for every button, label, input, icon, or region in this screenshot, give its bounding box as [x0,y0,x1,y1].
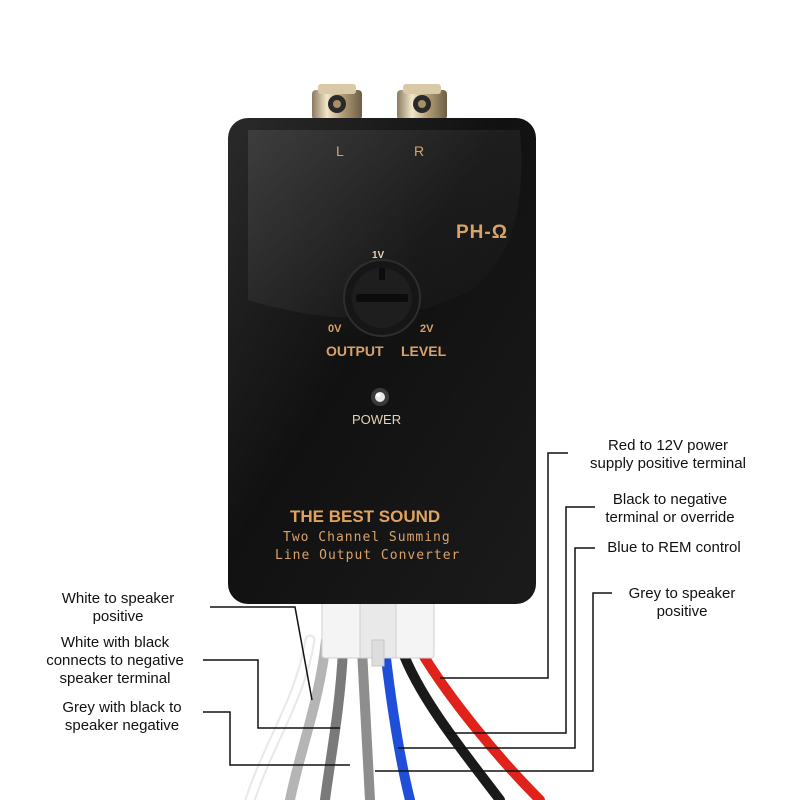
wire-black [397,645,505,800]
callout-blue: Blue to REM control [607,539,741,556]
wire-grey-black [320,645,348,800]
dial-label-output: OUTPUT [326,343,384,359]
rca-jack-left [312,84,362,120]
jack-label-left: L [336,143,344,159]
wire-white-black [285,635,331,800]
wire-blue [380,645,415,800]
dial-mark-0v: 0V [328,323,342,335]
jack-label-right: R [414,143,425,159]
wire-red [415,645,545,800]
brand-subtitle-line1: Two Channel Summing [283,530,451,545]
dial-mark-1v: 1V [372,250,385,261]
power-led [371,388,389,406]
output-level-dial [343,259,421,337]
dial-label-level: LEVEL [401,343,447,359]
leader-lines-left [203,606,350,766]
leader-lines-right [375,452,612,772]
rca-jack-right [397,84,447,120]
dial-mark-2v: 2V [420,323,434,335]
brand-title: THE BEST SOUND [290,507,441,526]
callout-grey-black: Grey with black to speaker negative [62,699,182,734]
wire-grey [357,645,375,800]
callout-white-positive: White to speaker positive [61,590,175,625]
callout-red: Red to 12V power supply positive termina… [590,437,746,472]
callout-grey: Grey to speaker positive [628,585,736,620]
wire-bundle [244,634,545,800]
model-label: PH-Ω [456,222,508,243]
callout-black: Black to negative terminal or override [605,491,735,526]
brand-subtitle-line2: Line Output Converter [275,548,461,563]
power-label: POWER [352,412,402,427]
wire-connector [321,597,435,667]
callout-white-black: White with black connects to negative sp… [46,634,184,687]
